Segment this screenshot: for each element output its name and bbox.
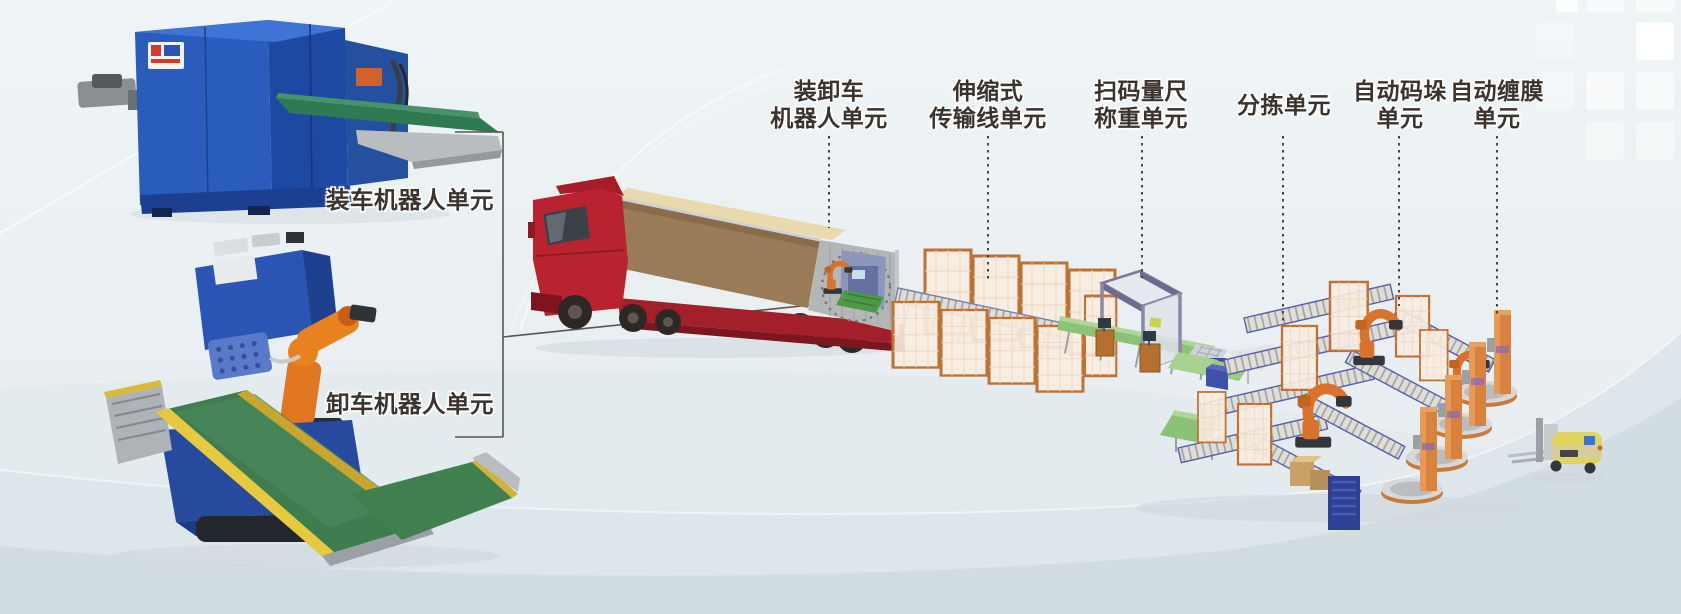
- control-cabinet: [1328, 476, 1360, 530]
- unloading-robot-unit-image: [104, 232, 520, 568]
- telescopic-conveyor-unit-image: [891, 248, 1118, 394]
- pallet-boxes: [1290, 456, 1330, 490]
- label-sorting-unit: 分拣单元: [1237, 91, 1331, 118]
- label-scan-weigh-unit: 扫码量尺 称重单元: [1094, 78, 1188, 131]
- label-unloading-robot-unit: 卸车机器人单元: [326, 391, 494, 417]
- label-palletizing-unit: 自动码垛 单元: [1353, 78, 1447, 131]
- scan-weigh-station-image: [1057, 269, 1288, 384]
- truck-loading-robot-image: [823, 250, 886, 313]
- agv-forklift-image: [1507, 418, 1604, 483]
- label-truck-loading-robot-unit: 装卸车 机器人单元: [770, 78, 888, 131]
- leader-lines: [828, 136, 1498, 322]
- brand-logo: [148, 42, 184, 69]
- pixel-grid-decoration: [1536, 0, 1674, 160]
- label-wrapping-unit: 自动缠膜 单元: [1450, 78, 1544, 131]
- truck-image: [528, 176, 905, 358]
- loading-robot-unit-image: [77, 20, 502, 224]
- label-loading-robot-unit: 装车机器人单元: [326, 187, 494, 213]
- label-telescopic-conveyor-unit: 伸缩式 传输线单元: [929, 78, 1047, 131]
